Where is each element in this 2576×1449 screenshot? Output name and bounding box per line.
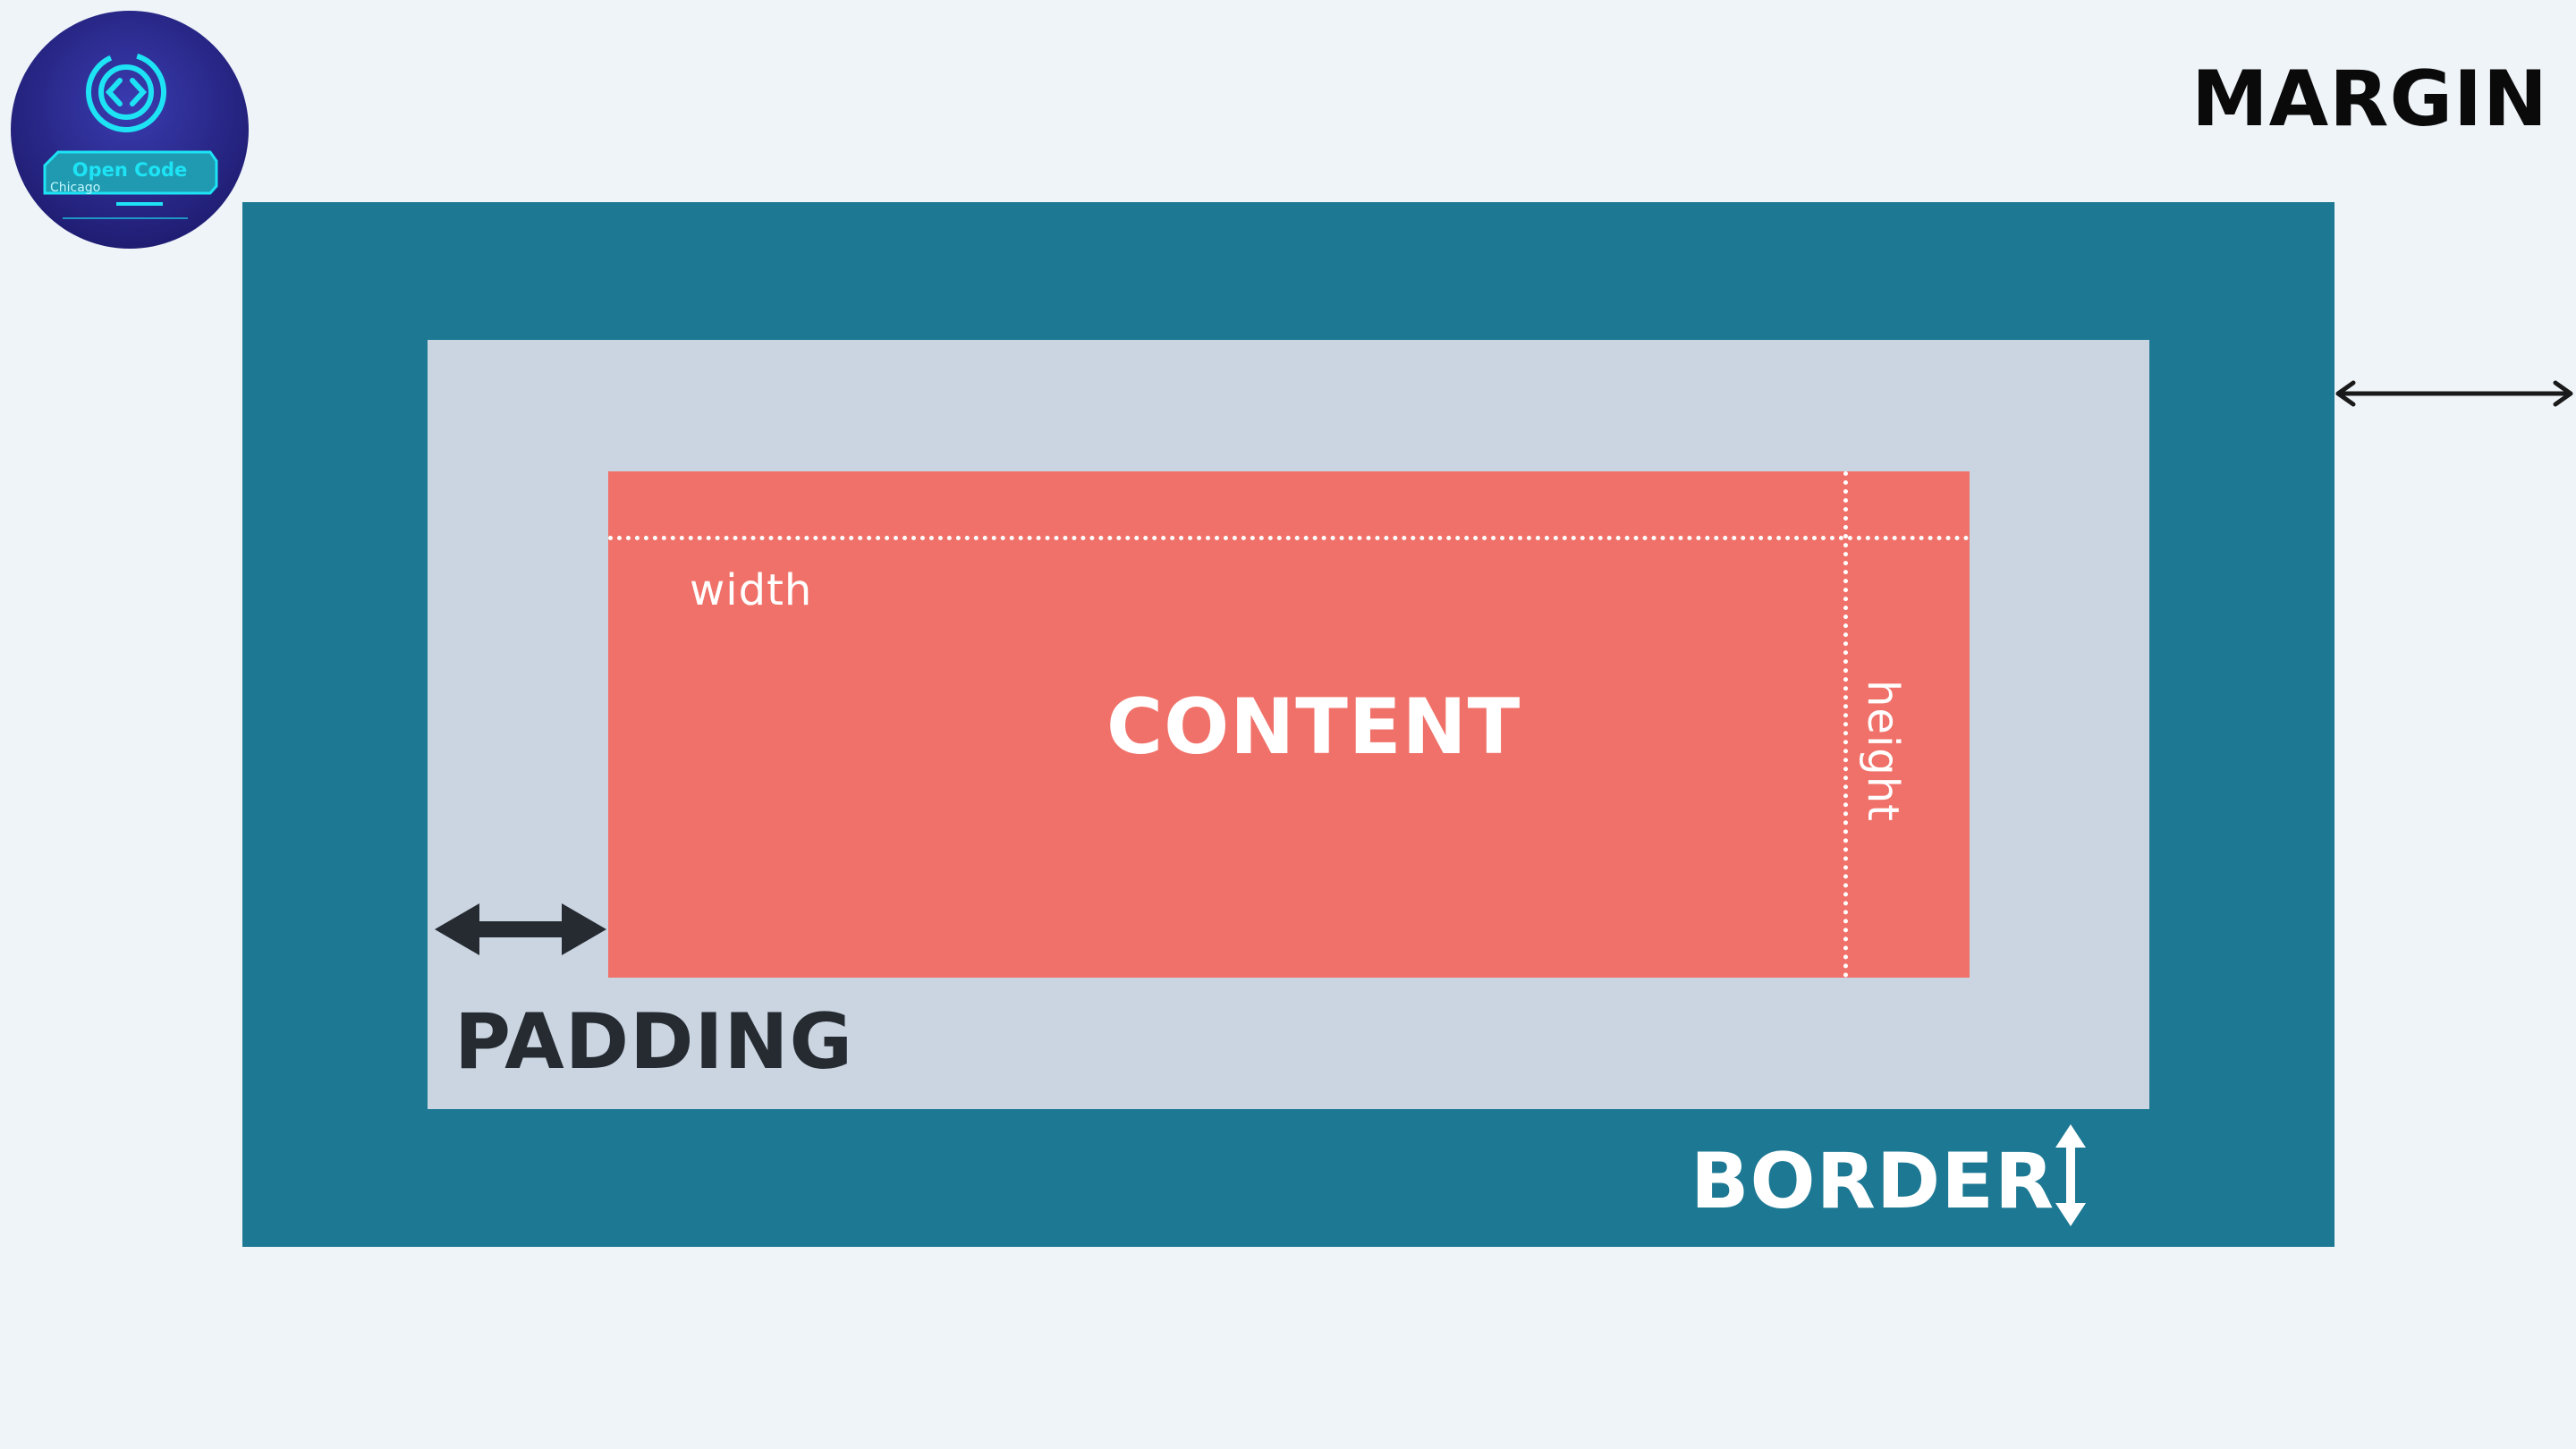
margin-label: MARGIN [2191,55,2548,144]
logo-text-open-code: Open Code [72,159,188,181]
width-label: width [690,565,813,615]
content-box [608,471,1970,978]
margin-double-arrow-icon [2335,380,2573,407]
code-brackets-icon [86,52,166,132]
content-label: CONTENT [1106,682,1521,772]
border-label: BORDER [1690,1137,2055,1226]
border-double-arrow-icon [2055,1124,2086,1226]
padding-label: PADDING [454,997,854,1087]
height-dotted-line [1843,471,1848,978]
height-label: height [1858,680,1908,822]
padding-double-arrow-icon [435,903,606,955]
width-dotted-line [608,536,1970,540]
logo-text-chicago: Chicago [50,181,100,195]
open-code-chicago-logo: Open Code Chicago [11,11,249,249]
